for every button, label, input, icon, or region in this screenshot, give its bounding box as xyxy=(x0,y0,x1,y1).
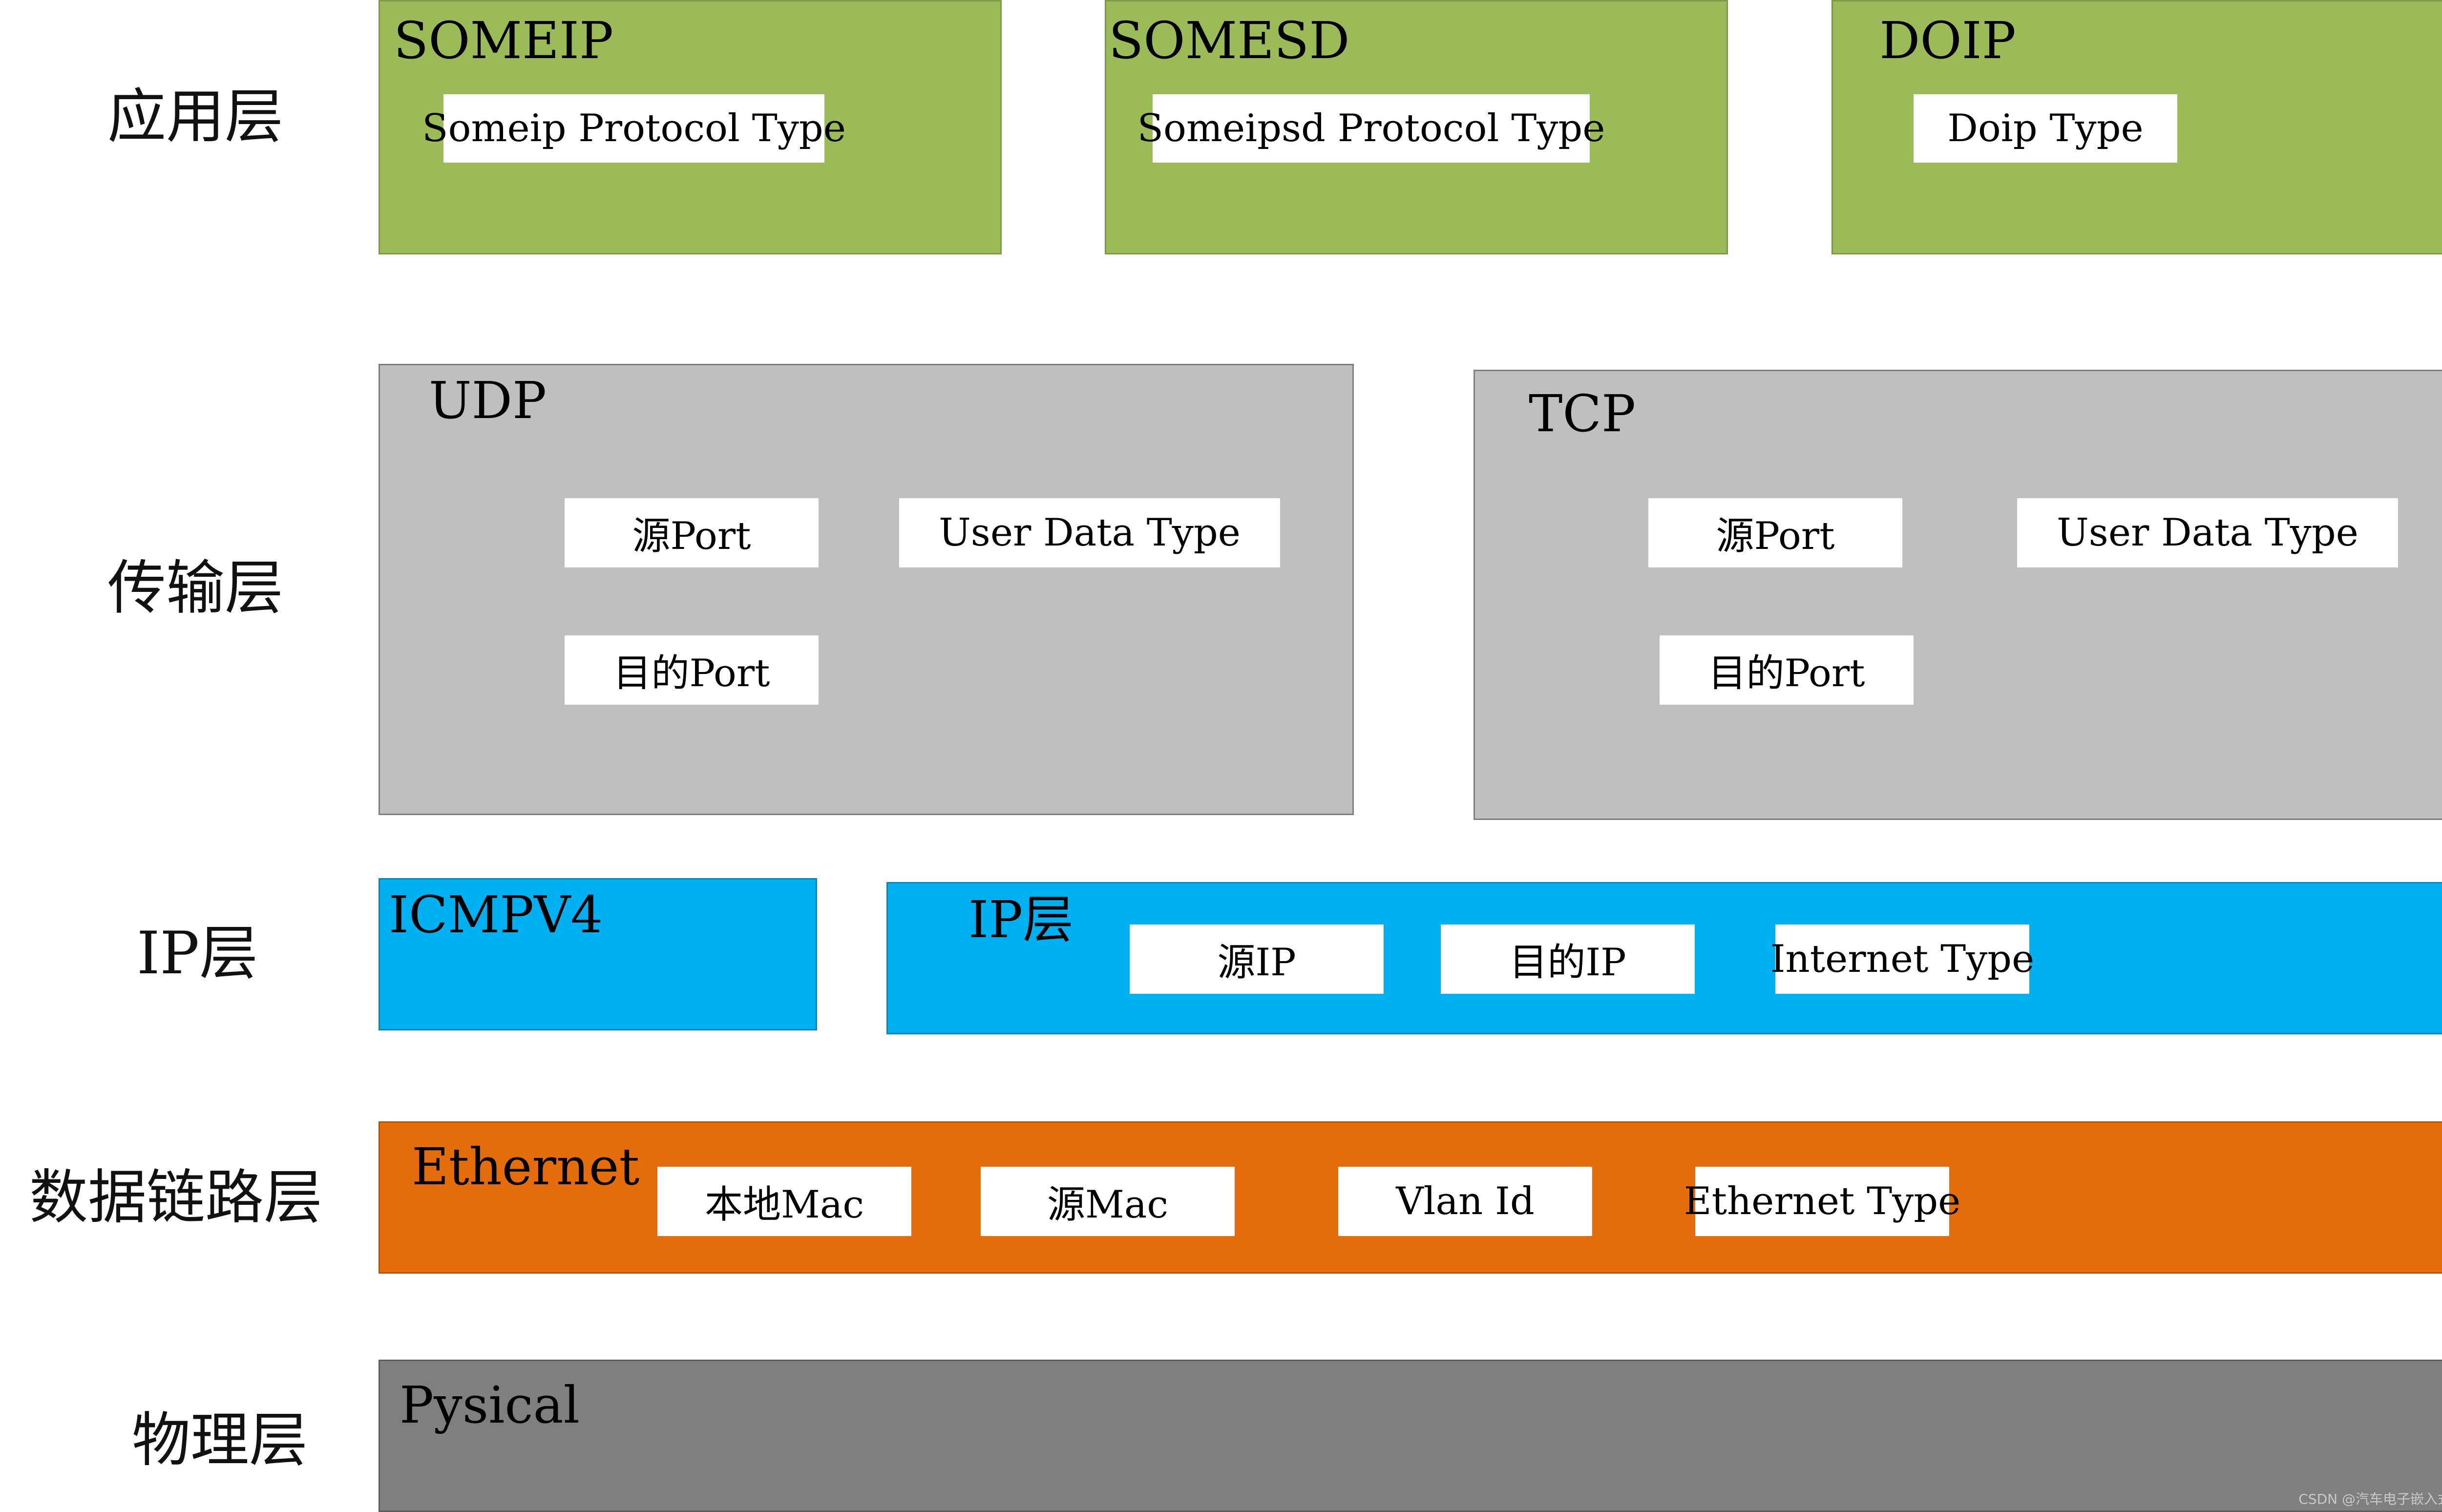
layer-label-application: 应用层 xyxy=(107,83,283,151)
someip-protocol-type-field: Someip Protocol Type xyxy=(422,94,846,163)
somesd-title: SOMESD xyxy=(1109,11,1350,70)
someipsd-protocol-type-field: Someipsd Protocol Type xyxy=(1137,94,1605,163)
ip-layer-box: IP层 源IP 目的IP Internet Type xyxy=(886,882,2442,1034)
layer-label-physical: 物理层 xyxy=(132,1407,308,1474)
udp-dst-port-field: 目的Port xyxy=(565,635,819,705)
pysical-box: Pysical xyxy=(379,1360,2442,1512)
tcp-box: TCP 源Port User Data Type 目的Port xyxy=(1474,370,2442,820)
icmpv4-box: ICMPV4 xyxy=(379,878,817,1030)
local-mac-field: 本地Mac xyxy=(657,1167,911,1236)
tcp-user-data-type-field: User Data Type xyxy=(2017,498,2398,567)
tcp-src-port-field: 源Port xyxy=(1648,498,1902,567)
layer-label-transport: 传输层 xyxy=(107,554,283,622)
src-mac-field: 源Mac xyxy=(981,1167,1235,1236)
udp-user-data-type-field: User Data Type xyxy=(899,498,1280,567)
dst-ip-field: 目的IP xyxy=(1441,924,1695,994)
layer-label-ip: IP层 xyxy=(137,920,258,987)
someip-title: SOMEIP xyxy=(394,11,613,70)
doip-title: DOIP xyxy=(1879,11,2016,70)
udp-src-port-field: 源Port xyxy=(565,498,819,567)
someip-box: SOMEIP Someip Protocol Type xyxy=(379,0,1002,254)
ethernet-box: Ethernet 本地Mac 源Mac Vlan Id Ethernet Type xyxy=(379,1121,2442,1274)
doip-box: DOIP Doip Type xyxy=(1832,0,2442,254)
src-ip-field: 源IP xyxy=(1130,924,1384,994)
ip-layer-title: IP层 xyxy=(968,890,1074,949)
watermark: CSDN @汽车电子嵌入式 xyxy=(2298,1491,2442,1507)
somesd-box: SOMESD Someipsd Protocol Type xyxy=(1105,0,1728,254)
ethernet-title: Ethernet xyxy=(412,1137,640,1197)
pysical-title: Pysical xyxy=(400,1375,580,1435)
udp-box: UDP 源Port User Data Type 目的Port xyxy=(379,364,1354,815)
icmpv4-title: ICMPV4 xyxy=(389,885,603,945)
internet-type-field: Internet Type xyxy=(1770,924,2034,994)
tcp-dst-port-field: 目的Port xyxy=(1660,635,1914,705)
tcp-title: TCP xyxy=(1529,384,1636,443)
doip-type-field: Doip Type xyxy=(1914,94,2177,163)
udp-title: UDP xyxy=(429,371,547,430)
ethernet-type-field: Ethernet Type xyxy=(1684,1167,1960,1236)
layer-label-datalink: 数据链路层 xyxy=(29,1164,322,1232)
vlan-id-field: Vlan Id xyxy=(1338,1167,1592,1236)
